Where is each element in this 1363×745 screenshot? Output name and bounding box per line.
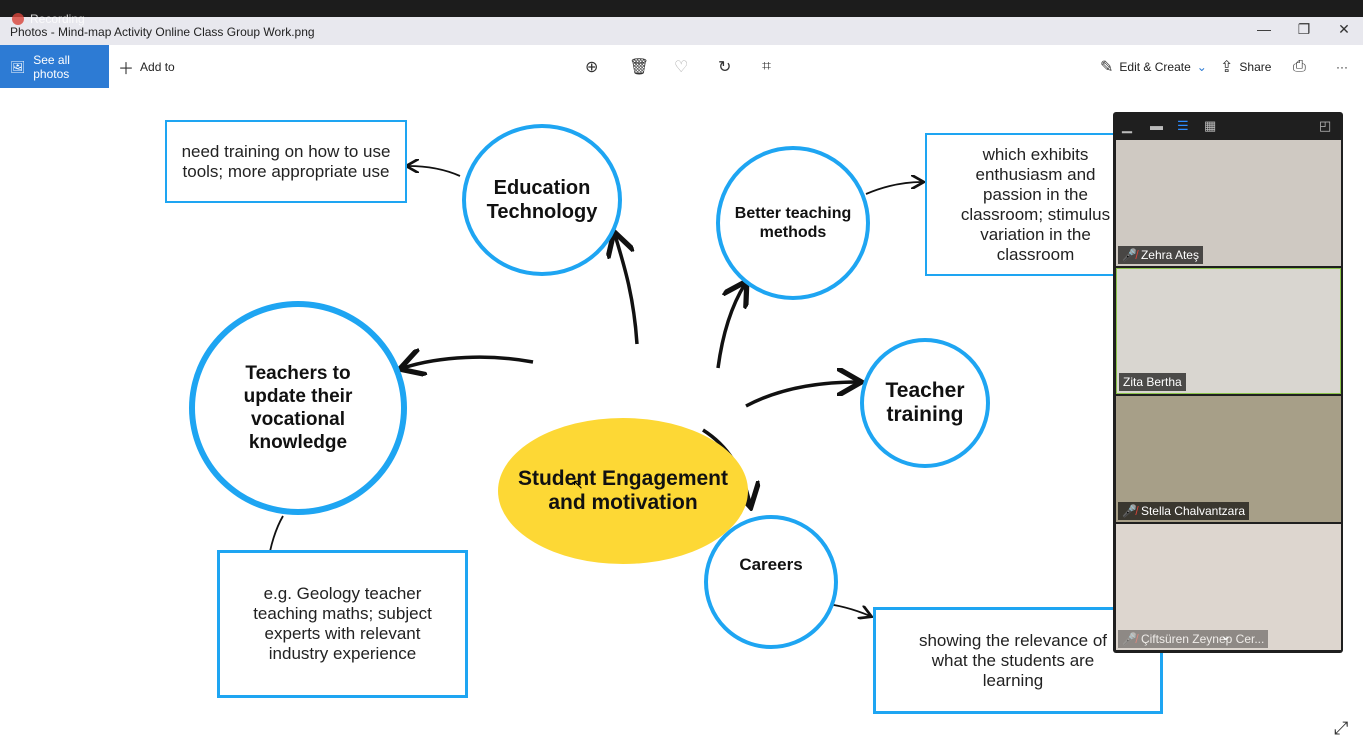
gallery-view-icon[interactable]: ▦ bbox=[1204, 118, 1217, 133]
edit-icon: ✎ bbox=[1100, 58, 1114, 76]
window-title: Photos - Mind-map Activity Online Class … bbox=[10, 25, 315, 39]
plus-icon: ＋ bbox=[118, 60, 135, 78]
arrow-better-note bbox=[865, 182, 922, 195]
mouse-cursor-icon: ↖ bbox=[572, 476, 584, 492]
zoom-button[interactable]: ⊕ bbox=[585, 45, 598, 88]
teachers-update-node: Teachers to update their vocational know… bbox=[189, 301, 407, 515]
rotate-button[interactable]: ↻ bbox=[718, 45, 731, 88]
see-all-label: See all photos bbox=[33, 52, 70, 81]
add-to-button[interactable]: ＋ Add to bbox=[118, 45, 175, 88]
speaker-view-icon[interactable]: ▬ bbox=[1150, 118, 1163, 133]
participant-tile[interactable]: 🎤̸Çiftsüren Zeynep Cer...⌄ bbox=[1116, 524, 1341, 650]
zoom-in-icon: ⊕ bbox=[585, 58, 599, 76]
print-icon: ⎙ bbox=[1293, 57, 1306, 75]
teacher-training-node: Teacher training bbox=[860, 338, 990, 468]
careers-node: Careers bbox=[704, 515, 838, 649]
video-panel-controls: ▁ ▬ ☰ ▦ ◰ bbox=[1113, 112, 1343, 140]
participant-name: Stella Chalvantzara bbox=[1140, 504, 1246, 518]
exit-float-icon[interactable]: ◰ bbox=[1319, 118, 1332, 133]
better-teaching-node: Better teaching methods bbox=[716, 146, 870, 300]
participant-name: Zehra Ateş bbox=[1140, 248, 1199, 262]
trash-icon: 🗑 bbox=[629, 58, 650, 76]
toolbar: 🖼 See all photos ＋ Add to ⊕ 🗑 ♡ ↻ ⌗ ✎ Edit … bbox=[0, 45, 1363, 88]
more-button[interactable]: ··· bbox=[1336, 59, 1348, 74]
center-node: Student Engagement and motivation bbox=[498, 418, 748, 564]
top-black-bar bbox=[0, 0, 1363, 17]
minimize-video-icon[interactable]: ▁ bbox=[1122, 118, 1132, 133]
arrow-edu-note bbox=[408, 166, 461, 177]
mic-muted-icon: 🎤̸ bbox=[1122, 504, 1137, 518]
share-label: Share bbox=[1239, 59, 1272, 74]
participant-tile[interactable]: 🎤̸Zehra Ateş bbox=[1116, 140, 1341, 266]
chevron-down-icon: ⌄ bbox=[1196, 59, 1207, 74]
crop-button[interactable]: ⌗ bbox=[762, 45, 771, 88]
arrow-teachers-update bbox=[403, 357, 534, 368]
participant-name: Çiftsüren Zeynep Cer... bbox=[1140, 632, 1265, 646]
add-to-label: Add to bbox=[140, 59, 175, 74]
edit-create-button[interactable]: ✎ Edit & Create ⌄ bbox=[1100, 45, 1207, 88]
better-teaching-note-box: which exhibits enthusiasm and passion in… bbox=[925, 133, 1120, 276]
image-canvas: need training on how to use tools; more … bbox=[0, 88, 1363, 745]
recording-label: Recording bbox=[30, 12, 85, 26]
recording-indicator: Recording bbox=[12, 12, 85, 26]
mic-muted-icon: 🎤̸ bbox=[1122, 632, 1137, 646]
participant-name: Zita Bertha bbox=[1123, 375, 1182, 389]
restore-button[interactable]: ❐ bbox=[1297, 21, 1311, 37]
see-all-photos-button[interactable]: 🖼 See all photos bbox=[0, 45, 109, 88]
rotate-icon: ↻ bbox=[718, 58, 732, 76]
close-button[interactable]: ✕ bbox=[1338, 21, 1350, 37]
crop-icon: ⌗ bbox=[762, 57, 772, 75]
title-bar: Photos - Mind-map Activity Online Class … bbox=[0, 17, 1363, 45]
favorite-button[interactable]: ♡ bbox=[674, 45, 688, 88]
delete-button[interactable]: 🗑 bbox=[629, 45, 649, 88]
share-button[interactable]: ⇪ Share bbox=[1220, 45, 1271, 88]
photo-icon: 🖼 bbox=[10, 59, 26, 74]
share-icon: ⇪ bbox=[1220, 58, 1234, 76]
edu-tech-node: Education Technology bbox=[462, 124, 622, 276]
heart-icon: ♡ bbox=[674, 58, 689, 76]
arrow-teacher-training bbox=[745, 382, 858, 408]
edit-create-label: Edit & Create bbox=[1119, 59, 1191, 74]
arrow-edu-tech bbox=[615, 235, 639, 345]
expand-icon[interactable]: ⤢ bbox=[1334, 718, 1349, 738]
participant-tile[interactable]: 🎤̸Stella Chalvantzara bbox=[1116, 396, 1341, 522]
record-icon bbox=[12, 13, 24, 25]
minimize-button[interactable]: — bbox=[1257, 21, 1271, 37]
teachers-update-note-box: e.g. Geology teacher teaching maths; sub… bbox=[217, 550, 468, 698]
strip-view-icon[interactable]: ☰ bbox=[1177, 118, 1189, 133]
arrow-better-teaching bbox=[716, 284, 745, 369]
edu-tech-note-box: need training on how to use tools; more … bbox=[165, 120, 407, 203]
participant-tile-active[interactable]: Zita Bertha bbox=[1116, 268, 1341, 394]
print-button[interactable]: ⎙ bbox=[1293, 45, 1306, 88]
mic-muted-icon: 🎤̸ bbox=[1122, 248, 1137, 262]
chevron-down-icon[interactable]: ⌄ bbox=[1220, 627, 1232, 643]
video-panel: ▁ ▬ ☰ ▦ ◰ 🎤̸Zehra Ateş Zita Bertha 🎤̸Ste… bbox=[1113, 112, 1343, 653]
